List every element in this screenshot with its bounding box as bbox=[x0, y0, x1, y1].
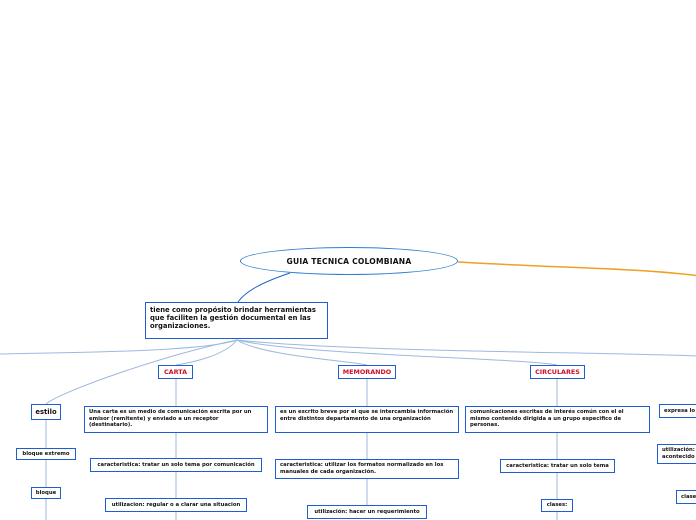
carta-caracteristica-node[interactable]: caracteristica: tratar un solo tema por … bbox=[90, 458, 262, 472]
bloque-extremo-node[interactable]: bloque extremo bbox=[16, 448, 76, 460]
carta-node[interactable]: CARTA bbox=[158, 365, 193, 379]
purpose-to-circulares-link bbox=[236, 339, 558, 366]
purpose-to-right-link bbox=[236, 339, 696, 357]
purpose-to-left-link bbox=[0, 339, 238, 355]
carta-utilizacion-node[interactable]: utilizacion: regular o a clarar una situ… bbox=[105, 498, 247, 512]
root-to-purpose-link bbox=[237, 272, 291, 303]
memorando-utilizacion-node[interactable]: utilización: hacer un requerimiento bbox=[307, 505, 427, 519]
bloque-node[interactable]: bloque bbox=[31, 487, 61, 499]
memorando-node[interactable]: MEMORANDO bbox=[338, 365, 396, 379]
carta-definition-node[interactable]: Una carta es un medio de comunicación es… bbox=[84, 406, 268, 433]
right-utilizacion-node[interactable]: utilización: acontecido bbox=[657, 444, 696, 464]
circulares-definition-node[interactable]: comunicaciones escritas de interés común… bbox=[465, 406, 650, 433]
purpose-node[interactable]: tiene como propósito brindar herramienta… bbox=[145, 302, 328, 339]
memorando-definition-node[interactable]: es un escrito breve por el que se interc… bbox=[275, 406, 459, 433]
circulares-caracteristica-node[interactable]: caracteristica: tratar un solo tema bbox=[500, 459, 615, 473]
root-node[interactable]: GUIA TECNICA COLOMBIANA bbox=[240, 247, 458, 275]
root-to-offscreen-link bbox=[457, 261, 696, 277]
purpose-to-estilo-link bbox=[45, 339, 238, 405]
circulares-clases-node[interactable]: clases: bbox=[541, 499, 573, 512]
purpose-to-memorando-link bbox=[236, 339, 368, 366]
purpose-to-carta-link bbox=[175, 339, 238, 366]
right-clase-node[interactable]: clase bbox=[676, 490, 696, 504]
right-expresa-node[interactable]: expresa lo bbox=[659, 404, 696, 418]
memorando-caracteristica-node[interactable]: caracteristica: utilizar los formatos no… bbox=[275, 459, 459, 479]
circulares-node[interactable]: CIRCULARES bbox=[530, 365, 585, 379]
estilo-node[interactable]: estilo bbox=[31, 404, 61, 420]
